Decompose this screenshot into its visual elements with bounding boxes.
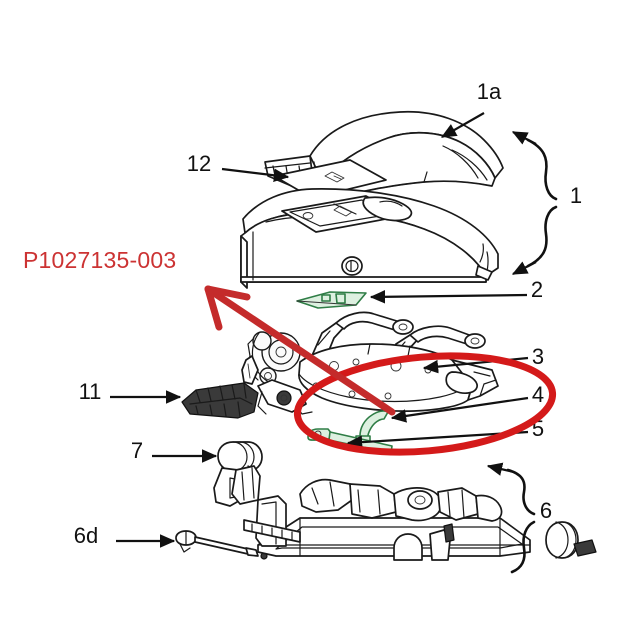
callout-1-brace [511,131,558,275]
base-chassis-assembly [231,465,597,561]
shaft-roller-rod [175,530,268,560]
callout-1a-label: 1a [477,79,502,104]
callout-2-label: 2 [531,277,543,302]
callout-2-leader [369,290,528,304]
callout-6d-label: 6d [74,523,98,548]
green-flat-bracket [296,291,367,309]
callout-7-label: 7 [131,438,143,463]
red-highlight-ellipse [293,352,557,456]
lower-linkage [241,355,313,415]
red-annotation-arrow [204,285,396,416]
part-number-label: P1027135-003 [23,247,176,274]
callout-12-leader [221,167,290,183]
callout-1-label: 1 [570,183,582,208]
callout-3-label: 3 [532,344,544,369]
upper-enclosure-assembly [240,188,499,289]
print-mechanism-assembly [241,311,499,415]
callout-11-label: 11 [79,379,102,404]
callout-6-brace [486,462,536,574]
callout-1a-leader [440,112,485,138]
callout-6-label: 6 [540,498,552,523]
callout-4-label: 4 [532,382,544,407]
callout-4-leader [390,396,529,423]
part-number-text: P1027135-003 [23,247,177,273]
callout-12-label: 12 [187,151,211,176]
connector-block [181,382,259,419]
